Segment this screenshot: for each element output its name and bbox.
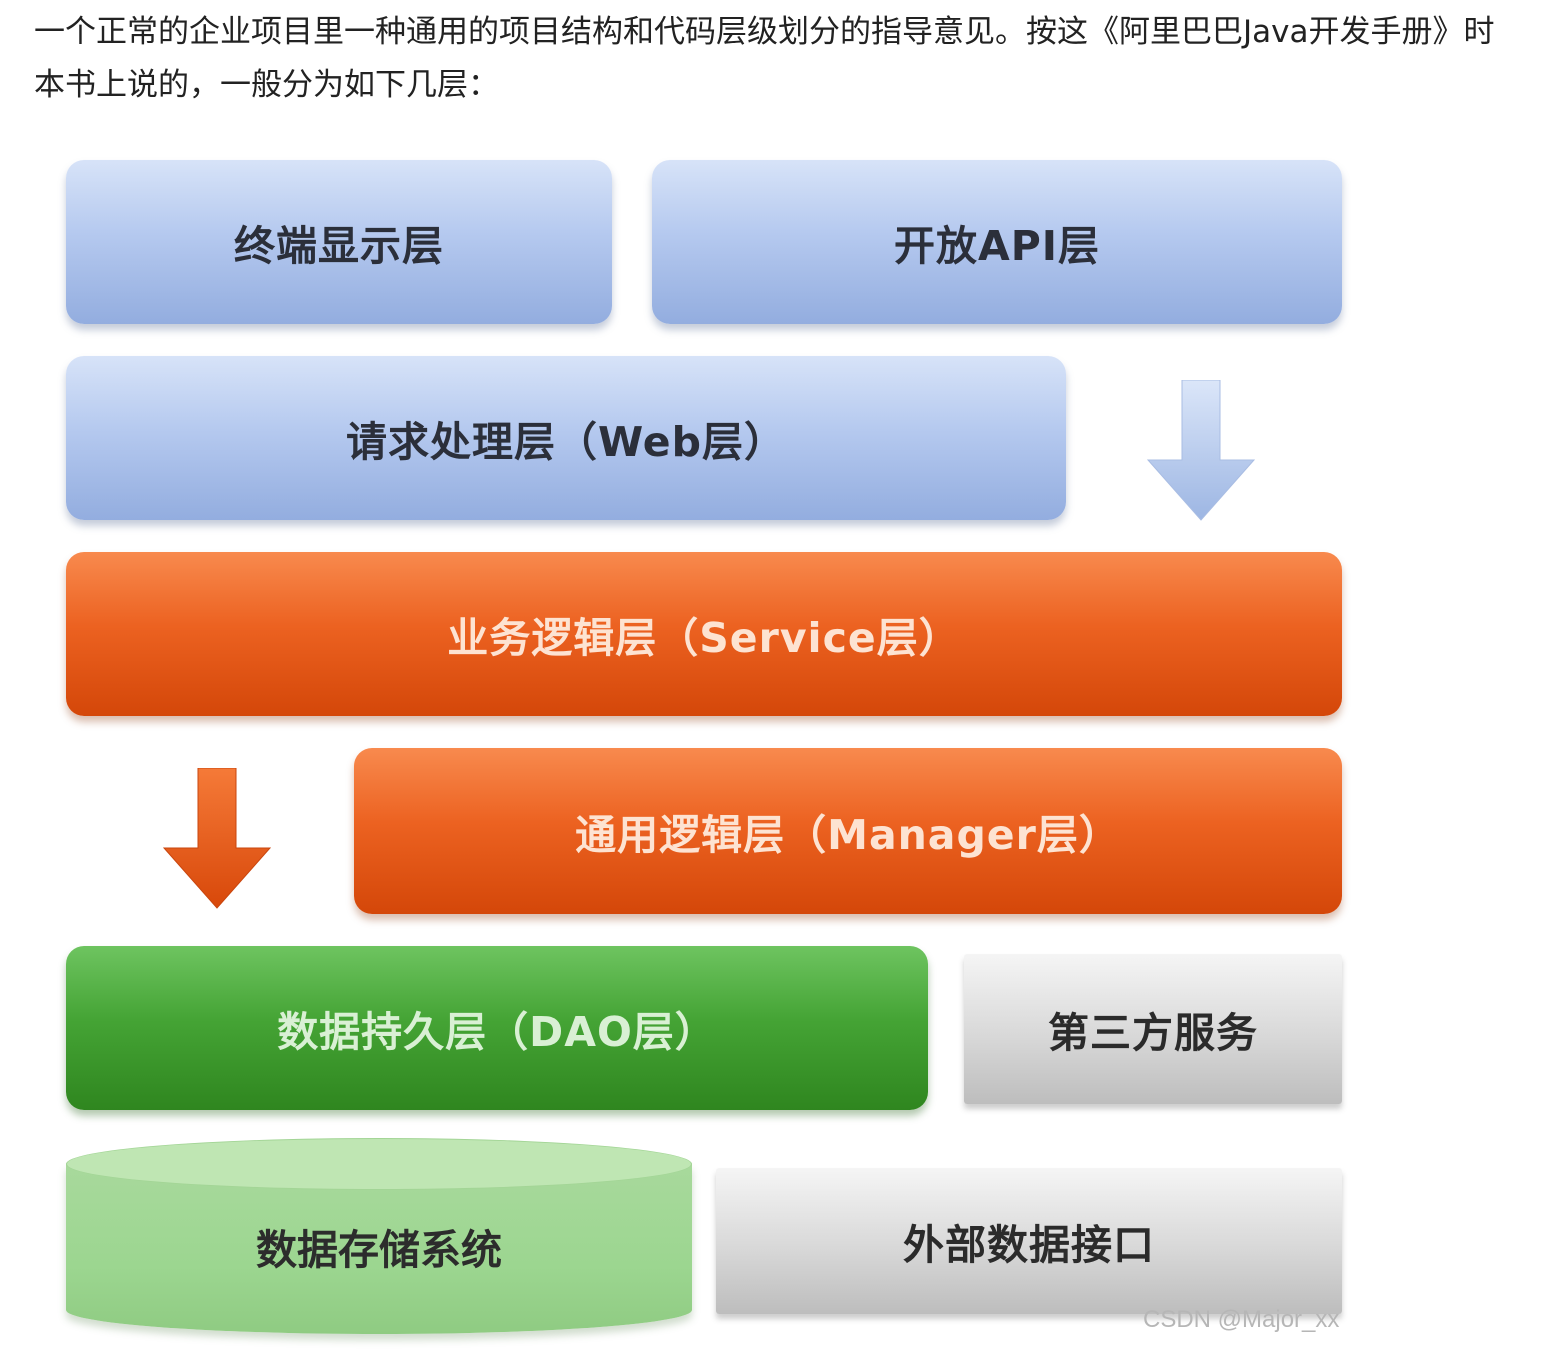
csdn-watermark: CSDN @Major_xx (1143, 1306, 1340, 1333)
manager-layer: 通用逻辑层（Manager层） (354, 748, 1342, 914)
cylinder-body (66, 1164, 692, 1334)
terminal-display-layer: 终端显示层 (66, 160, 612, 324)
open-api-layer-label: 开放API层 (893, 222, 1101, 270)
dao-layer-label: 数据持久层（DAO层） (277, 1008, 717, 1056)
intro-paragraph: 一个正常的企业项目里一种通用的项目结构和代码层级划分的指导意见。按这《阿里巴巴J… (34, 14, 1495, 103)
external-data-interface-label: 外部数据接口 (903, 1221, 1155, 1269)
third-party-service-box: 第三方服务 (964, 954, 1342, 1104)
data-storage-label: 数据存储系统 (256, 1226, 502, 1274)
third-party-service-label: 第三方服务 (1048, 1009, 1258, 1057)
web-layer-label: 请求处理层（Web层） (346, 418, 786, 466)
dao-layer: 数据持久层（DAO层） (66, 946, 928, 1110)
down-arrow-blue-icon (1146, 380, 1256, 521)
external-data-interface-box: 外部数据接口 (716, 1168, 1342, 1314)
cylinder-top (66, 1138, 692, 1190)
down-arrow-orange-icon (162, 768, 272, 909)
manager-layer-label: 通用逻辑层（Manager层） (575, 811, 1121, 859)
web-layer: 请求处理层（Web层） (66, 356, 1066, 520)
service-layer-label: 业务逻辑层（Service层） (447, 614, 961, 662)
terminal-display-layer-label: 终端显示层 (234, 222, 444, 270)
data-storage-cylinder: 数据存储系统 (66, 1138, 692, 1334)
open-api-layer: 开放API层 (652, 160, 1342, 324)
service-layer: 业务逻辑层（Service层） (66, 552, 1342, 716)
